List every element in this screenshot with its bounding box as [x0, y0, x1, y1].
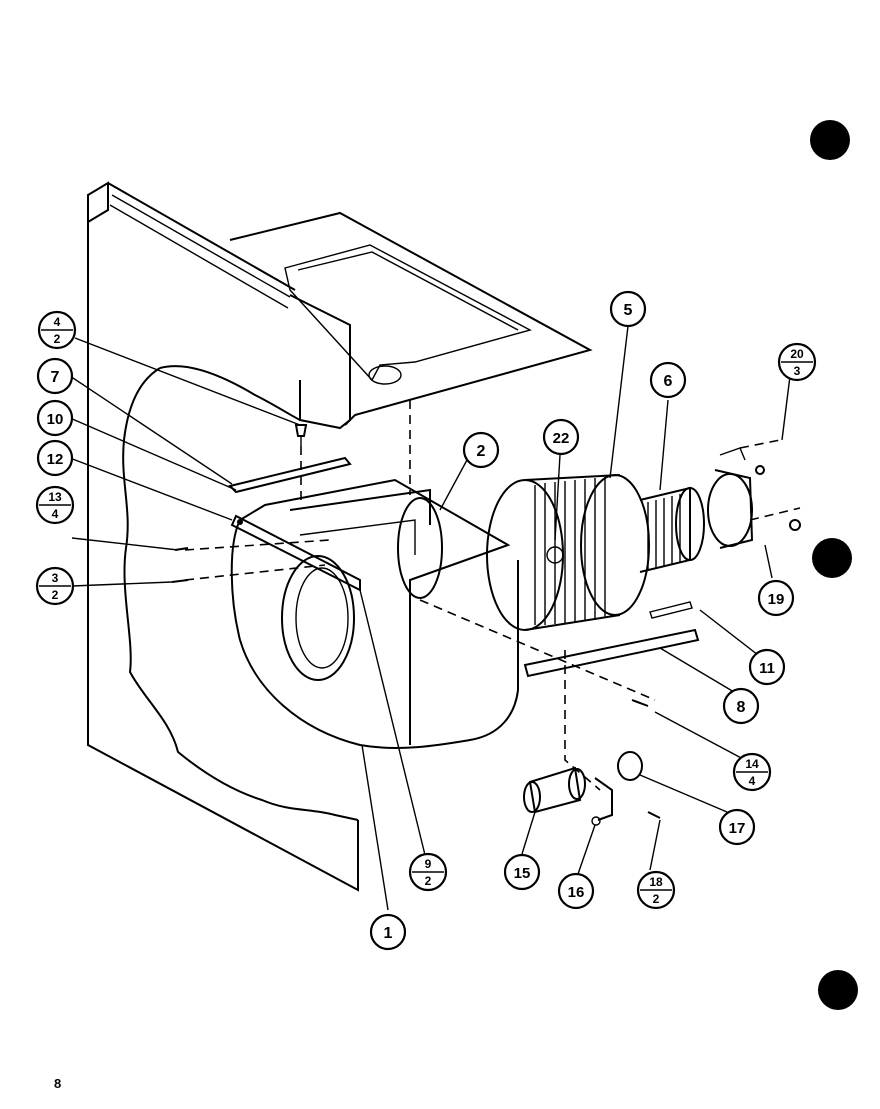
fraction-callout-18-2-bottom: 2 — [653, 892, 660, 906]
cabinet-side-panel — [87, 181, 359, 892]
callout-7-label: 7 — [51, 369, 60, 386]
callout-5-label: 5 — [624, 302, 633, 319]
callout-12: 12 — [36, 439, 74, 477]
callout-15: 15 — [503, 853, 541, 891]
fraction-callout-14-4: 14 4 — [732, 752, 772, 792]
callout-15-label: 15 — [514, 865, 531, 882]
registration-dot-bottom — [818, 970, 858, 1010]
fraction-callout-4-2-bottom: 2 — [54, 332, 61, 346]
fraction-callout-9-2-top: 9 — [425, 857, 432, 871]
callout-8-label: 8 — [737, 699, 746, 716]
top-cover-panel — [229, 211, 593, 430]
fraction-callout-13-4: 13 4 — [35, 485, 75, 525]
assembly-lines — [184, 400, 801, 791]
callout-22-label: 22 — [553, 430, 570, 447]
callout-12-label: 12 — [47, 451, 64, 468]
callout-1-label: 1 — [384, 925, 393, 942]
registration-dot-top — [810, 120, 850, 160]
callout-16-label: 16 — [568, 884, 585, 901]
callout-10: 10 — [36, 399, 74, 437]
callout-6-label: 6 — [664, 373, 673, 390]
registration-dot-middle — [812, 538, 852, 578]
blower-motor — [639, 486, 705, 573]
mounting-rails — [228, 456, 700, 678]
capacitor-strap — [591, 777, 613, 826]
callout-17-label: 17 — [729, 820, 746, 837]
blower-wheel — [486, 474, 650, 631]
callout-8: 8 — [722, 687, 760, 725]
page-number: 8 — [54, 1076, 61, 1091]
motor-mount-bracket — [707, 447, 801, 549]
fraction-callout-3-2: 3 2 — [35, 566, 75, 606]
callout-5: 5 — [609, 290, 647, 328]
fraction-callout-18-2: 18 2 — [636, 870, 676, 910]
fraction-callout-3-2-bottom: 2 — [52, 588, 59, 602]
callout-22: 22 — [542, 418, 580, 456]
fraction-callout-14-4-top: 14 — [745, 757, 759, 771]
fraction-callout-4-2-top: 4 — [54, 315, 61, 329]
callout-11: 11 — [748, 648, 786, 686]
callout-11-label: 11 — [759, 660, 775, 677]
fraction-callout-18-2-top: 18 — [649, 875, 663, 889]
callout-16: 16 — [557, 872, 595, 910]
fraction-callout-9-2: 9 2 — [408, 852, 448, 892]
capacitor — [523, 766, 586, 814]
fraction-callout-14-4-bottom: 4 — [749, 774, 756, 788]
fraction-callout-4-2: 4 2 — [37, 310, 77, 350]
capacitor-cap — [617, 751, 643, 781]
fraction-callout-20-3-bottom: 3 — [794, 364, 801, 378]
callout-10-label: 10 — [47, 411, 64, 428]
blower-housing — [230, 478, 519, 749]
callout-6: 6 — [649, 361, 687, 399]
callout-2-label: 2 — [477, 443, 486, 460]
fraction-callout-20-3-top: 20 — [790, 347, 804, 361]
fraction-callout-9-2-bottom: 2 — [425, 874, 432, 888]
callout-1: 1 — [369, 913, 407, 951]
callout-19: 19 — [757, 579, 795, 617]
fraction-callout-13-4-bottom: 4 — [52, 507, 59, 521]
mounting-screw — [294, 424, 308, 446]
callout-19-label: 19 — [768, 591, 785, 608]
callout-2: 2 — [462, 431, 500, 469]
callout-17: 17 — [718, 808, 756, 846]
callout-7: 7 — [36, 357, 74, 395]
fraction-callout-13-4-top: 13 — [48, 490, 62, 504]
leader-lines — [69, 325, 791, 911]
fraction-callout-3-2-top: 3 — [52, 571, 59, 585]
fraction-callout-20-3: 20 3 — [777, 342, 817, 382]
small-screws — [171, 547, 661, 819]
